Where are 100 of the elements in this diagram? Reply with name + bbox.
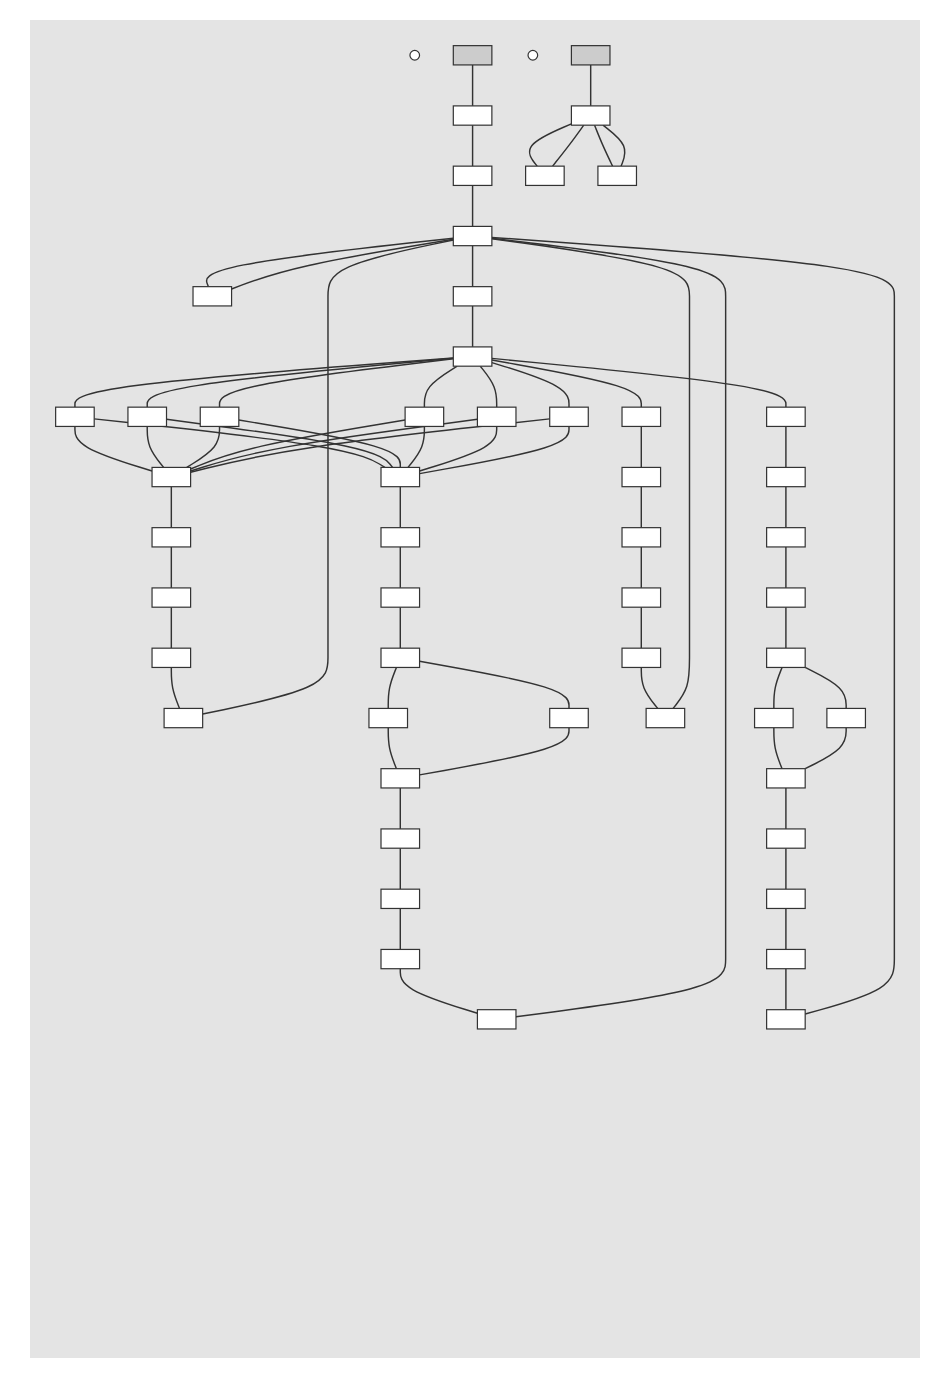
- node-box: [621, 466, 662, 488]
- connector: [423, 365, 458, 408]
- node-box: [380, 587, 421, 608]
- connector: [471, 244, 474, 288]
- connector: [804, 726, 847, 770]
- node-box: [452, 165, 493, 187]
- connector: [399, 606, 401, 649]
- node-box: [163, 707, 204, 729]
- node-box: [452, 225, 493, 247]
- connector: [785, 907, 787, 951]
- connector: [491, 359, 643, 408]
- connector: [491, 238, 691, 710]
- node-box: [192, 286, 233, 307]
- node-box: [525, 165, 565, 187]
- connector: [387, 726, 398, 770]
- node-box: [404, 406, 445, 428]
- connector: [491, 357, 787, 408]
- connector: [170, 666, 181, 710]
- connector: [785, 787, 787, 830]
- connector: [785, 847, 787, 890]
- node-box: [766, 768, 806, 789]
- node-box: [380, 948, 421, 970]
- node-box: [368, 707, 409, 729]
- node-box: [766, 466, 806, 488]
- connector: [399, 546, 401, 589]
- node-box: [766, 828, 806, 849]
- connector: [407, 425, 426, 469]
- node-box: [621, 647, 662, 669]
- node-box: [621, 527, 662, 548]
- node-box: [549, 406, 589, 428]
- node-box: [380, 828, 421, 849]
- connector: [74, 425, 153, 472]
- connector: [170, 485, 173, 529]
- connector: [804, 666, 847, 710]
- node-box: [549, 707, 589, 729]
- node-box: [766, 647, 806, 669]
- node-box: [151, 527, 192, 548]
- connector: [491, 237, 727, 1018]
- node-box: [55, 406, 95, 428]
- connector: [471, 305, 474, 348]
- connector: [399, 907, 401, 951]
- node-box: [766, 587, 806, 608]
- node-box: [766, 888, 806, 910]
- connector: [602, 124, 626, 167]
- connector: [238, 419, 401, 469]
- connector: [479, 365, 498, 408]
- node-box: [621, 587, 662, 608]
- connector: [551, 124, 585, 167]
- connector: [387, 666, 398, 710]
- node-box: [380, 647, 421, 669]
- connector: [399, 485, 401, 529]
- connector: [399, 787, 401, 830]
- connector: [640, 546, 643, 589]
- node-box: [199, 406, 240, 428]
- connector: [773, 726, 783, 770]
- node-box: [766, 527, 806, 548]
- connector: [471, 124, 474, 167]
- connector: [186, 425, 221, 469]
- node-box: [452, 105, 493, 126]
- node-box: [826, 707, 867, 729]
- connector: [785, 425, 787, 469]
- node-box: [766, 948, 806, 970]
- node-box: [452, 45, 493, 66]
- connector: [785, 485, 787, 529]
- node-box: [476, 406, 517, 428]
- node-box: [476, 1009, 517, 1030]
- node-box: [127, 406, 168, 428]
- connector: [593, 124, 614, 167]
- connector: [491, 361, 570, 408]
- connector: [785, 546, 787, 589]
- node-box: [380, 466, 421, 488]
- connector: [640, 485, 643, 529]
- connector: [528, 123, 573, 167]
- connector: [785, 606, 787, 649]
- node-box: [452, 286, 493, 307]
- node-box: [645, 707, 686, 729]
- node-box: [766, 406, 806, 428]
- node-box: [766, 1009, 806, 1030]
- node-box: [597, 165, 638, 187]
- node-box: [753, 707, 794, 729]
- connector: [170, 606, 173, 649]
- connector: [399, 847, 401, 890]
- node-box: [380, 527, 421, 548]
- node-box: [570, 105, 611, 126]
- node-box: [452, 346, 493, 367]
- connector: [146, 425, 165, 469]
- node-box: [570, 45, 611, 66]
- node-circle: [527, 49, 539, 61]
- node-box: [621, 406, 662, 428]
- connector: [170, 546, 173, 589]
- connector: [491, 236, 896, 1015]
- node-box: [380, 768, 421, 789]
- node-box: [151, 647, 192, 669]
- node-circle: [409, 49, 421, 61]
- connector: [773, 666, 783, 710]
- connector: [640, 666, 659, 710]
- connector: [589, 64, 592, 107]
- node-box: [151, 466, 192, 488]
- node-box: [380, 888, 421, 910]
- node-box: [151, 587, 192, 608]
